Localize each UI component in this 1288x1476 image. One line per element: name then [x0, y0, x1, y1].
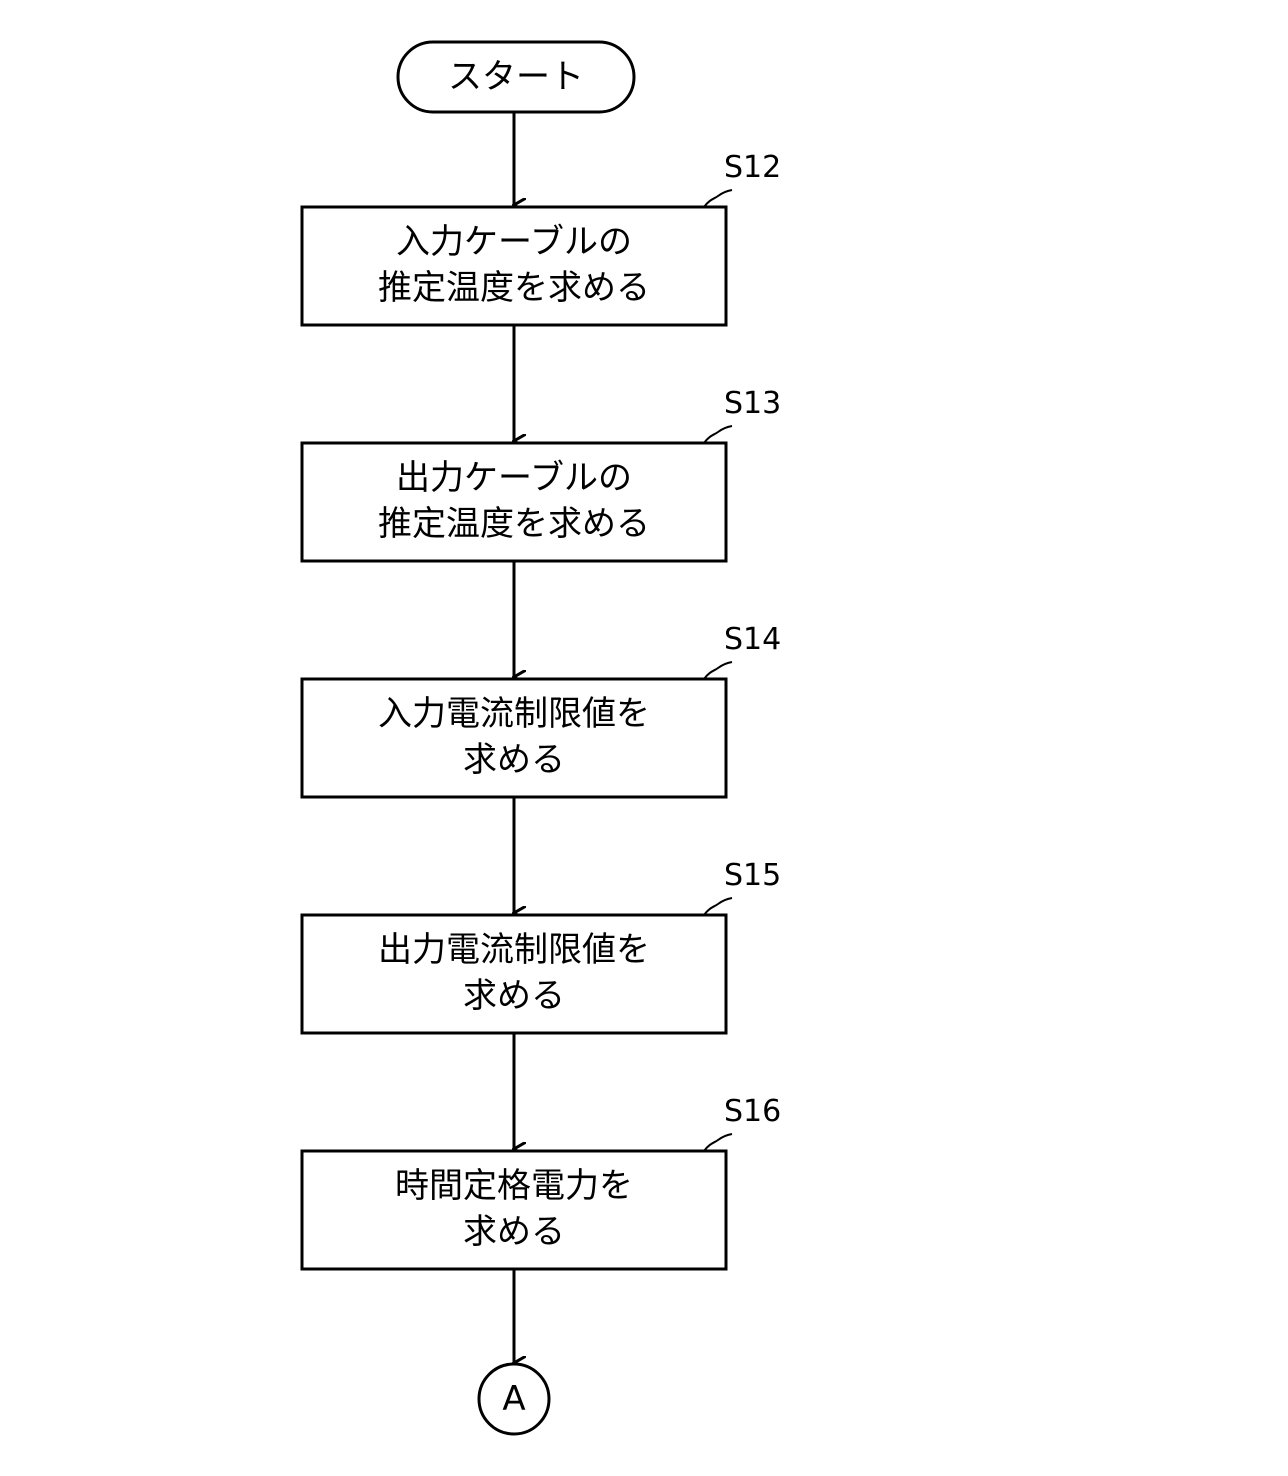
step-id-s14: S14: [724, 622, 781, 657]
process-box-s16: 時間定格電力を 求める S16: [302, 1094, 781, 1269]
step-s16-leader: [704, 1134, 732, 1151]
step-s12-line-2: 推定温度を求める: [378, 268, 650, 308]
connector-circle: A: [479, 1364, 549, 1434]
step-s15-leader: [704, 898, 732, 915]
start-terminal: スタート: [398, 42, 634, 112]
step-s12-line-1: 入力ケーブルの: [396, 222, 632, 262]
step-s15-line-2: 求める: [463, 976, 565, 1016]
step-id-s13: S13: [724, 386, 781, 421]
process-box-s12: 入力ケーブルの 推定温度を求める S12: [302, 150, 781, 325]
step-s14-line-1: 入力電流制限値を: [378, 694, 650, 734]
process-box-s14: 入力電流制限値を 求める S14: [302, 622, 781, 797]
process-box-s15: 出力電流制限値を 求める S15: [302, 858, 781, 1033]
step-id-s15: S15: [724, 858, 781, 893]
step-s16-line-2: 求める: [463, 1212, 565, 1252]
connector-label: A: [502, 1379, 525, 1419]
process-box-s13: 出力ケーブルの 推定温度を求める S13: [302, 386, 781, 561]
step-s14-leader: [704, 662, 732, 679]
step-id-s16: S16: [724, 1094, 781, 1129]
step-id-s12: S12: [724, 150, 781, 185]
step-s14-line-2: 求める: [463, 740, 565, 780]
step-s13-leader: [704, 426, 732, 443]
step-s15-line-1: 出力電流制限値を: [378, 930, 650, 970]
step-s13-line-1: 出力ケーブルの: [396, 458, 632, 498]
step-s16-line-1: 時間定格電力を: [395, 1166, 633, 1206]
step-s13-line-2: 推定温度を求める: [378, 504, 650, 544]
start-label: スタート: [448, 57, 584, 97]
step-s12-leader: [704, 190, 732, 207]
